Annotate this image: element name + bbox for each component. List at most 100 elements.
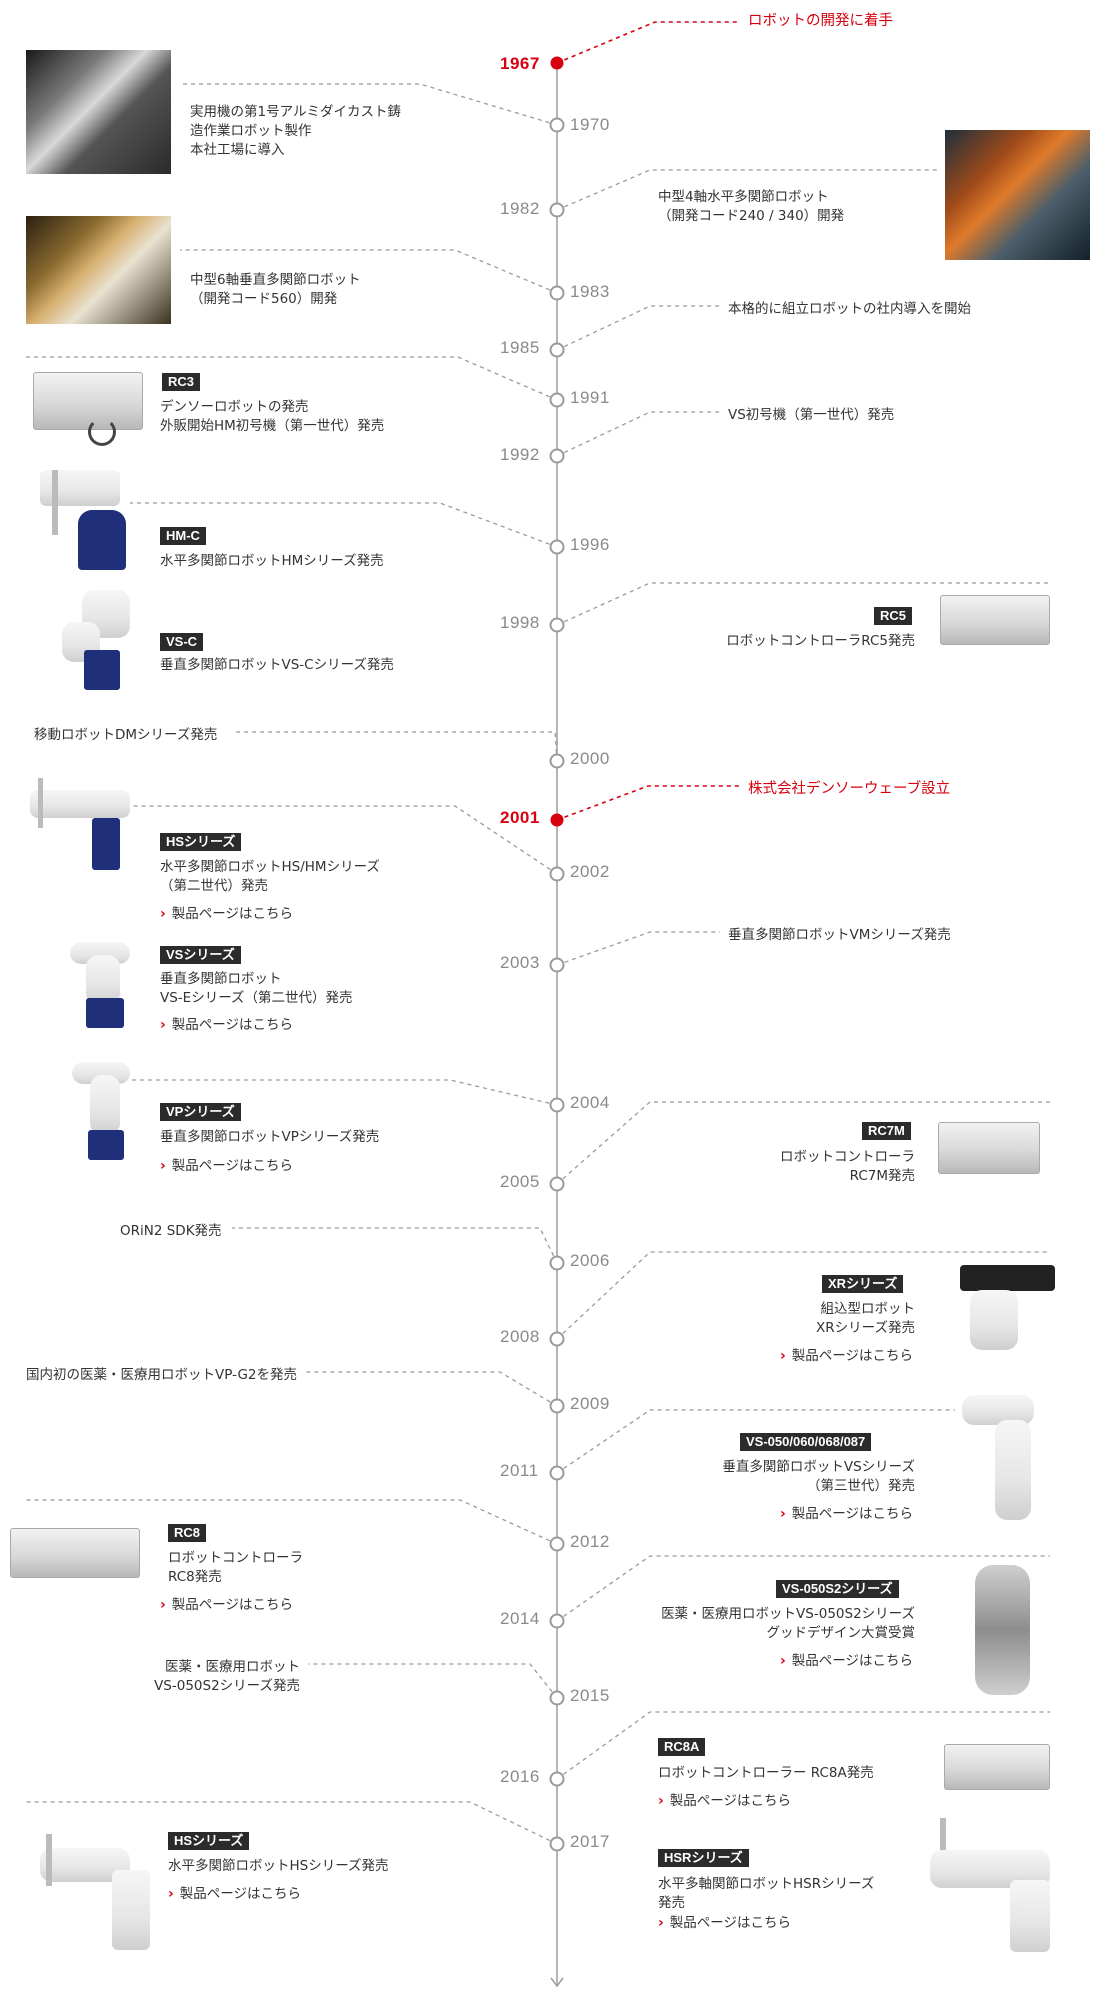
- product-link-hsr[interactable]: ›製品ページはこちら: [658, 1914, 791, 1932]
- event-1983-line2: （開発コード560）開発: [190, 291, 338, 307]
- vs-e-robot-body-image: [86, 955, 120, 1005]
- timeline-node-1982: [549, 202, 565, 218]
- vs-050s2-robot-image: [975, 1565, 1030, 1695]
- vp-robot-base-image: [88, 1130, 124, 1160]
- event-2006-text: ORiN2 SDK発売: [120, 1223, 222, 1239]
- event-1992-text: VS初号機（第一世代）発売: [728, 407, 895, 423]
- year-2001: 2001: [500, 808, 540, 827]
- product-link-vp[interactable]: ›製品ページはこちら: [160, 1157, 293, 1175]
- year-2008: 2008: [500, 1327, 540, 1346]
- rc5-controller-image: [940, 595, 1050, 645]
- badge-hs-2017: HSシリーズ: [168, 1832, 250, 1850]
- year-1983: 1983: [570, 282, 610, 301]
- event-2009-text: 国内初の医薬・医療用ロボットVP-G2を発売: [26, 1367, 297, 1383]
- hs-robot-shaft-image: [38, 778, 43, 828]
- year-1982: 1982: [500, 199, 540, 218]
- event-1967-text: ロボットの開発に着手: [748, 13, 893, 29]
- event-2015-line1: 医薬・医療用ロボット: [165, 1659, 300, 1675]
- timeline-node-1983: [549, 285, 565, 301]
- event-1998-text: ロボットコントローラRC5発売: [726, 633, 915, 649]
- year-1991: 1991: [570, 388, 610, 407]
- chevron-right-icon: ›: [780, 1348, 786, 1364]
- year-1992: 1992: [500, 445, 540, 464]
- timeline-node-2016: [549, 1771, 565, 1787]
- connector-2016: [556, 1711, 1050, 1780]
- product-link-label: 製品ページはこちら: [669, 1915, 792, 1931]
- event-2016-text: ロボットコントローラー RC8A発売: [658, 1765, 874, 1781]
- product-link-vs-050s2[interactable]: ›製品ページはこちら: [780, 1652, 913, 1670]
- hs-2017-robot-shaft-image: [46, 1834, 52, 1886]
- product-link-rc8[interactable]: ›製品ページはこちら: [160, 1596, 293, 1614]
- event-1991-line2: 外販開始HM初号機（第一世代）発売: [160, 418, 385, 434]
- rc3-cable-image: [88, 418, 116, 446]
- connector-2000: [235, 731, 558, 762]
- photo-1982-scara-robot: [945, 130, 1090, 260]
- event-2012-line2: RC8発売: [168, 1569, 222, 1585]
- timeline-node-2017: [549, 1836, 565, 1852]
- vs-e-robot-base-image: [86, 998, 124, 1028]
- photo-1970-die-cast-robot: [26, 50, 171, 174]
- product-link-label: 製品ページはこちら: [171, 1597, 294, 1613]
- hs-2017-robot-base-image: [112, 1870, 150, 1950]
- timeline-node-2015: [549, 1690, 565, 1706]
- event-2008-line1: 組込型ロボット: [820, 1301, 916, 1317]
- badge-hm-c: HM-C: [160, 527, 206, 545]
- event-2002-line1: 水平多関節ロボットHS/HMシリーズ: [160, 859, 380, 875]
- event-2014-line2: グッドデザイン大賞受賞: [766, 1625, 916, 1641]
- badge-rc5: RC5: [874, 607, 913, 625]
- vs-c-robot-base-image: [84, 650, 120, 690]
- photo-1983-six-axis-robot: [26, 216, 171, 324]
- event-1970-line1: 実用機の第1号アルミダイカスト鋳: [190, 104, 401, 120]
- badge-vs-050: VS-050/060/068/087: [740, 1433, 872, 1451]
- event-1996b-text: 垂直多関節ロボットVS-Cシリーズ発売: [160, 657, 394, 673]
- event-1991-line1: デンソーロボットの発売: [160, 399, 309, 415]
- event-2001-text: 株式会社デンソーウェーブ設立: [748, 781, 951, 797]
- year-1996: 1996: [570, 535, 610, 554]
- badge-rc7m: RC7M: [862, 1122, 911, 1140]
- timeline-node-2005: [549, 1176, 565, 1192]
- chevron-right-icon: ›: [168, 1886, 174, 1902]
- event-2011-line1: 垂直多関節ロボットVSシリーズ: [722, 1459, 915, 1475]
- product-link-hs-2017[interactable]: ›製品ページはこちら: [168, 1885, 301, 1903]
- badge-hs-2002: HSシリーズ: [160, 833, 242, 851]
- product-link-vs-2002[interactable]: ›製品ページはこちら: [160, 1016, 293, 1034]
- event-2011-line2: （第三世代）発売: [807, 1478, 915, 1494]
- connector-2008: [556, 1251, 1050, 1340]
- product-link-hs-2002[interactable]: ›製品ページはこちら: [160, 905, 293, 923]
- event-1983-line1: 中型6軸垂直多関節ロボット: [190, 272, 361, 288]
- event-1970-line3: 本社工場に導入: [190, 142, 285, 158]
- chevron-right-icon: ›: [658, 1793, 664, 1809]
- hm-c-robot-base-image: [78, 510, 126, 570]
- year-2000: 2000: [570, 749, 610, 768]
- connector-2012: [25, 1499, 558, 1545]
- badge-rc8: RC8: [168, 1524, 207, 1542]
- product-link-vs-050[interactable]: ›製品ページはこちら: [780, 1505, 913, 1523]
- chevron-right-icon: ›: [160, 906, 166, 922]
- event-2005-line2: RC7M発売: [849, 1168, 915, 1184]
- event-2004-text: 垂直多関節ロボットVPシリーズ発売: [160, 1129, 380, 1145]
- event-2015-line2: VS-050S2シリーズ発売: [154, 1678, 300, 1694]
- timeline-node-2000: [549, 753, 565, 769]
- product-link-xr[interactable]: ›製品ページはこちら: [780, 1347, 913, 1365]
- timeline-node-1985: [549, 342, 565, 358]
- chevron-right-icon: ›: [160, 1017, 166, 1033]
- year-2012: 2012: [570, 1532, 610, 1551]
- xr-robot-arm-image: [960, 1265, 1055, 1291]
- connector-1998: [556, 582, 1050, 626]
- hm-c-robot-shaft-image: [52, 470, 58, 535]
- timeline-node-1998: [549, 617, 565, 633]
- xr-robot-body-image: [970, 1290, 1018, 1350]
- product-link-rc8a[interactable]: ›製品ページはこちら: [658, 1792, 791, 1810]
- year-2017: 2017: [570, 1832, 610, 1851]
- event-2000-text: 移動ロボットDMシリーズ発売: [34, 727, 218, 743]
- year-2015: 2015: [570, 1686, 610, 1705]
- connector-2011: [556, 1409, 955, 1474]
- connector-2009: [305, 1371, 558, 1407]
- hs-robot-base-image: [92, 818, 120, 870]
- connector-1991: [25, 356, 558, 401]
- event-2017-text: 水平多関節ロボットHSシリーズ発売: [168, 1858, 389, 1874]
- event-2005-line1: ロボットコントローラ: [780, 1149, 915, 1165]
- badge-vp: VPシリーズ: [160, 1103, 241, 1121]
- year-1967: 1967: [500, 54, 540, 73]
